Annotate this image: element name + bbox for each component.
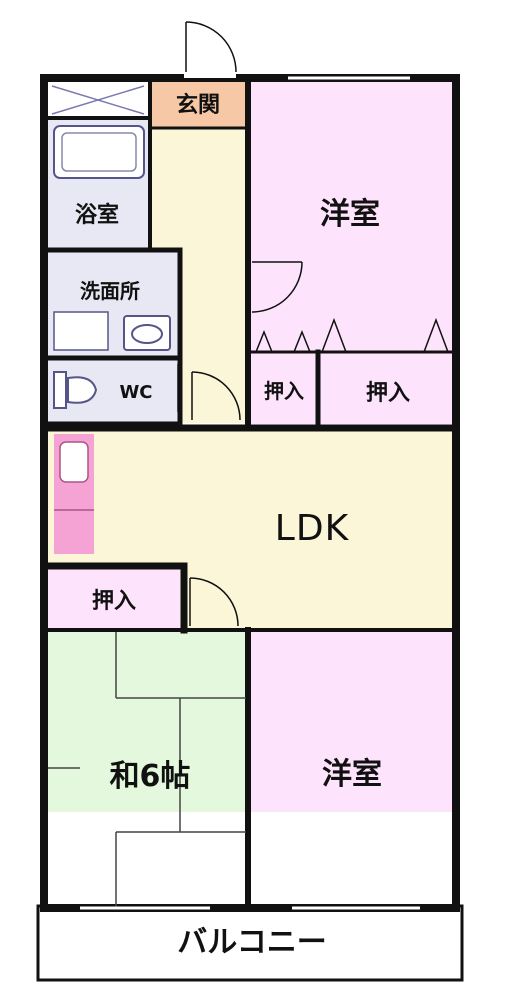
storage-x-mark: [51, 85, 145, 115]
label-toilet: WC: [119, 382, 152, 403]
toilet-bowl: [67, 376, 98, 404]
fill-balcony: [40, 908, 460, 978]
label-western-bottom: 洋室: [322, 757, 382, 792]
tatami-lines: [48, 632, 246, 908]
label-balcony: バルコニー: [177, 925, 326, 960]
bathtub-inner: [61, 132, 137, 172]
label-closet-2: 押入: [366, 380, 410, 406]
label-ldk: LDK: [275, 508, 350, 549]
fill-western-top: [250, 82, 452, 352]
fill-western-bottom: [250, 632, 452, 812]
toilet-tank: [53, 371, 67, 409]
fill-entrance: [150, 82, 246, 128]
label-western-top: 洋室: [320, 197, 380, 232]
label-entrance: 玄関: [176, 92, 220, 118]
fill-washitsu: [48, 632, 246, 812]
kitchen-sink: [59, 441, 89, 483]
label-washitsu: 和6帖: [110, 759, 191, 794]
washbasin-bowl: [131, 324, 163, 344]
label-closet-1: 押入: [264, 379, 304, 403]
fill-closet-1: [250, 352, 316, 424]
washing-machine-space: [53, 311, 109, 351]
fill-closet-2: [320, 352, 452, 424]
doors: [177, 21, 303, 627]
label-closet-3: 押入: [92, 588, 136, 614]
washbasin: [123, 315, 171, 351]
closet-door-marks: [255, 317, 449, 353]
label-bath: 浴室: [75, 202, 119, 228]
fill-closet-3: [48, 568, 180, 628]
window-marks: [80, 76, 420, 910]
bathtub: [53, 125, 145, 179]
walls: [36, 74, 464, 982]
label-washroom: 洗面所: [80, 279, 140, 303]
